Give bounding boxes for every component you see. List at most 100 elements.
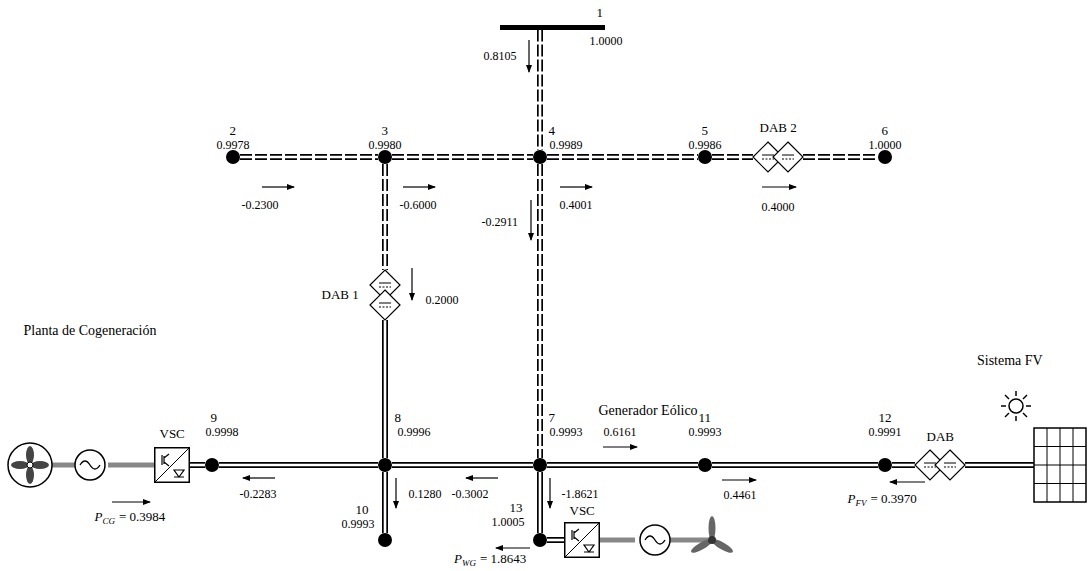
converter-label: DAB 2: [760, 121, 797, 135]
bus-node: 20.9978: [226, 150, 240, 164]
dc-line: [803, 157, 878, 158]
wind-turbine-rotor: [708, 536, 716, 544]
flow-arrow: [403, 186, 435, 187]
line-outer: [547, 462, 698, 468]
bus-voltage: 0.9991: [869, 426, 902, 439]
dc-line: [540, 472, 541, 533]
sun-symbol: [1015, 391, 1017, 396]
dab-diamond: [753, 142, 783, 172]
source-unit: Sistema FV: [1000, 390, 1088, 505]
cogeneration-turbine: [52, 463, 75, 468]
line-inner: [547, 539, 564, 542]
power-flow-value: 0.1280: [408, 488, 443, 501]
pv-panel: [1000, 462, 1034, 468]
power-symbol: P: [454, 551, 462, 566]
converter-label: DAB 1: [322, 288, 359, 302]
cogeneration-turbine: [11, 461, 29, 469]
dab-converter-shape: [915, 450, 965, 480]
dc-symbol: [782, 159, 794, 160]
dc-symbol: [944, 467, 956, 468]
power-symbol: P: [95, 509, 103, 524]
dab-diamond: [935, 450, 965, 480]
power-flow-value: 0.4001: [559, 199, 594, 212]
vsc-converter: VSC: [154, 447, 190, 483]
dc-line: [547, 157, 698, 158]
line-outer: [712, 462, 878, 468]
sun-symbol: [1009, 399, 1023, 413]
bus-number: 4: [549, 124, 556, 138]
line-outer: [108, 463, 154, 468]
line-inner: [539, 30, 542, 151]
line-inner: [384, 472, 387, 533]
pv-panel: [1000, 464, 1034, 467]
cogeneration-turbine: [8, 443, 75, 487]
bus-number: 8: [395, 411, 402, 425]
bus-voltage: 0.9978: [217, 139, 250, 152]
dc-line: [540, 30, 541, 151]
power-flow-value: 0.4461: [723, 489, 758, 502]
dc-line: [547, 465, 698, 466]
line-outer: [965, 462, 1000, 468]
dc-line: [965, 465, 1000, 466]
dc-line: [190, 465, 205, 466]
bus-node: 40.9989: [533, 150, 547, 164]
dc-symbol: [924, 467, 936, 468]
dab-diamond: [773, 142, 803, 172]
unit-heading: Generador Eólico: [599, 403, 698, 418]
dab-converter-shape: [370, 270, 400, 320]
line-outer: [712, 154, 753, 160]
sun-symbol: [1026, 405, 1031, 407]
line-inner: [539, 472, 542, 533]
flow-arrow: [603, 446, 637, 447]
line-outer: [537, 30, 543, 151]
power-value: = 0.3984: [119, 509, 165, 524]
line-inner: [712, 156, 753, 159]
power-flow-value: 0.8105: [483, 50, 518, 63]
flow-arrow: [395, 478, 396, 508]
line-outer: [190, 462, 205, 468]
line-outer: [382, 320, 388, 458]
bus-voltage: 0.9986: [689, 139, 722, 152]
dc-symbol: [379, 303, 391, 304]
bus-number: 3: [382, 124, 389, 138]
flow-arrow: [560, 186, 592, 187]
diode-symbol: [584, 545, 594, 552]
sun-symbol: [1001, 391, 1031, 421]
slack-bus-bar: 11.0000: [500, 25, 605, 30]
dc-line: [385, 320, 386, 458]
pv-panel: [1034, 465, 1086, 466]
generator-symbol: [75, 450, 105, 480]
line-outer: [382, 472, 388, 533]
generator-symbol: [75, 450, 105, 480]
pv-panel: [1034, 446, 1086, 447]
line-inner: [965, 464, 1000, 467]
source-unit: Planta de Cogeneración: [6, 440, 108, 490]
line-inner: [240, 156, 378, 159]
power-flow-value: -0.2283: [239, 488, 278, 501]
dc-line: [392, 465, 533, 466]
bus-voltage: 1.0000: [869, 139, 902, 152]
dc-line: [892, 465, 915, 466]
line-outer: [537, 472, 543, 533]
dab-converter: DAB: [915, 450, 965, 480]
line-outer: [392, 462, 533, 468]
power-value: = 0.3970: [870, 491, 916, 506]
bus-number: 9: [211, 411, 218, 425]
dc-symbol: [379, 287, 391, 288]
power-value: = 1.8643: [480, 551, 526, 566]
line-outer: [547, 154, 698, 160]
bus-node: 80.9996: [378, 458, 392, 472]
sun-symbol: [1023, 395, 1027, 399]
bus-number: 2: [230, 124, 237, 138]
bus-node: 100.9993: [378, 533, 392, 547]
sun-symbol: [1023, 413, 1027, 417]
flow-arrow: [466, 477, 498, 478]
flow-arrow: [243, 477, 275, 478]
vsc-converter-shape: [564, 522, 600, 558]
power-flow-value: 0.2000: [425, 294, 460, 307]
bus-node: 131.0005: [533, 533, 547, 547]
